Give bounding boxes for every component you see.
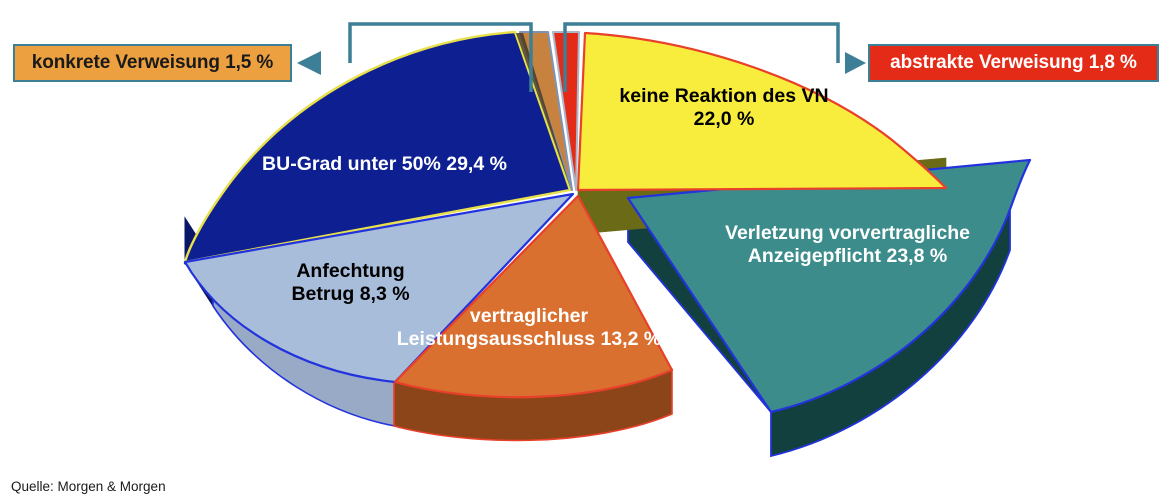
callout-connectors bbox=[348, 22, 840, 92]
slice-top-keine-reaktion bbox=[576, 31, 948, 192]
callout-abstrakte-verweisung[interactable]: abstrakte Verweisung 1,8 % bbox=[868, 44, 1159, 82]
source-note: Quelle: Morgen & Morgen bbox=[11, 479, 166, 494]
slice-top-vertraglicher-leistungsausschluss bbox=[393, 194, 674, 399]
connector-arrow-left-icon bbox=[297, 51, 321, 75]
callout-abstrakte-verweisung-label: abstrakte Verweisung 1,8 % bbox=[890, 52, 1137, 73]
connector-konkrete bbox=[348, 22, 533, 92]
callout-konkrete-verweisung-label: konkrete Verweisung 1,5 % bbox=[31, 52, 274, 73]
slice-top-anfechtung-betrug bbox=[183, 192, 575, 384]
callout-konkrete-verweisung[interactable]: konkrete Verweisung 1,5 % bbox=[13, 44, 292, 82]
slice-top-bu-grad-unter-50 bbox=[183, 30, 572, 264]
connector-abstrakte bbox=[563, 22, 840, 92]
slice-top-verletzung-anzeigepflicht bbox=[626, 158, 1032, 414]
connector-arrow-right-icon bbox=[845, 52, 866, 74]
